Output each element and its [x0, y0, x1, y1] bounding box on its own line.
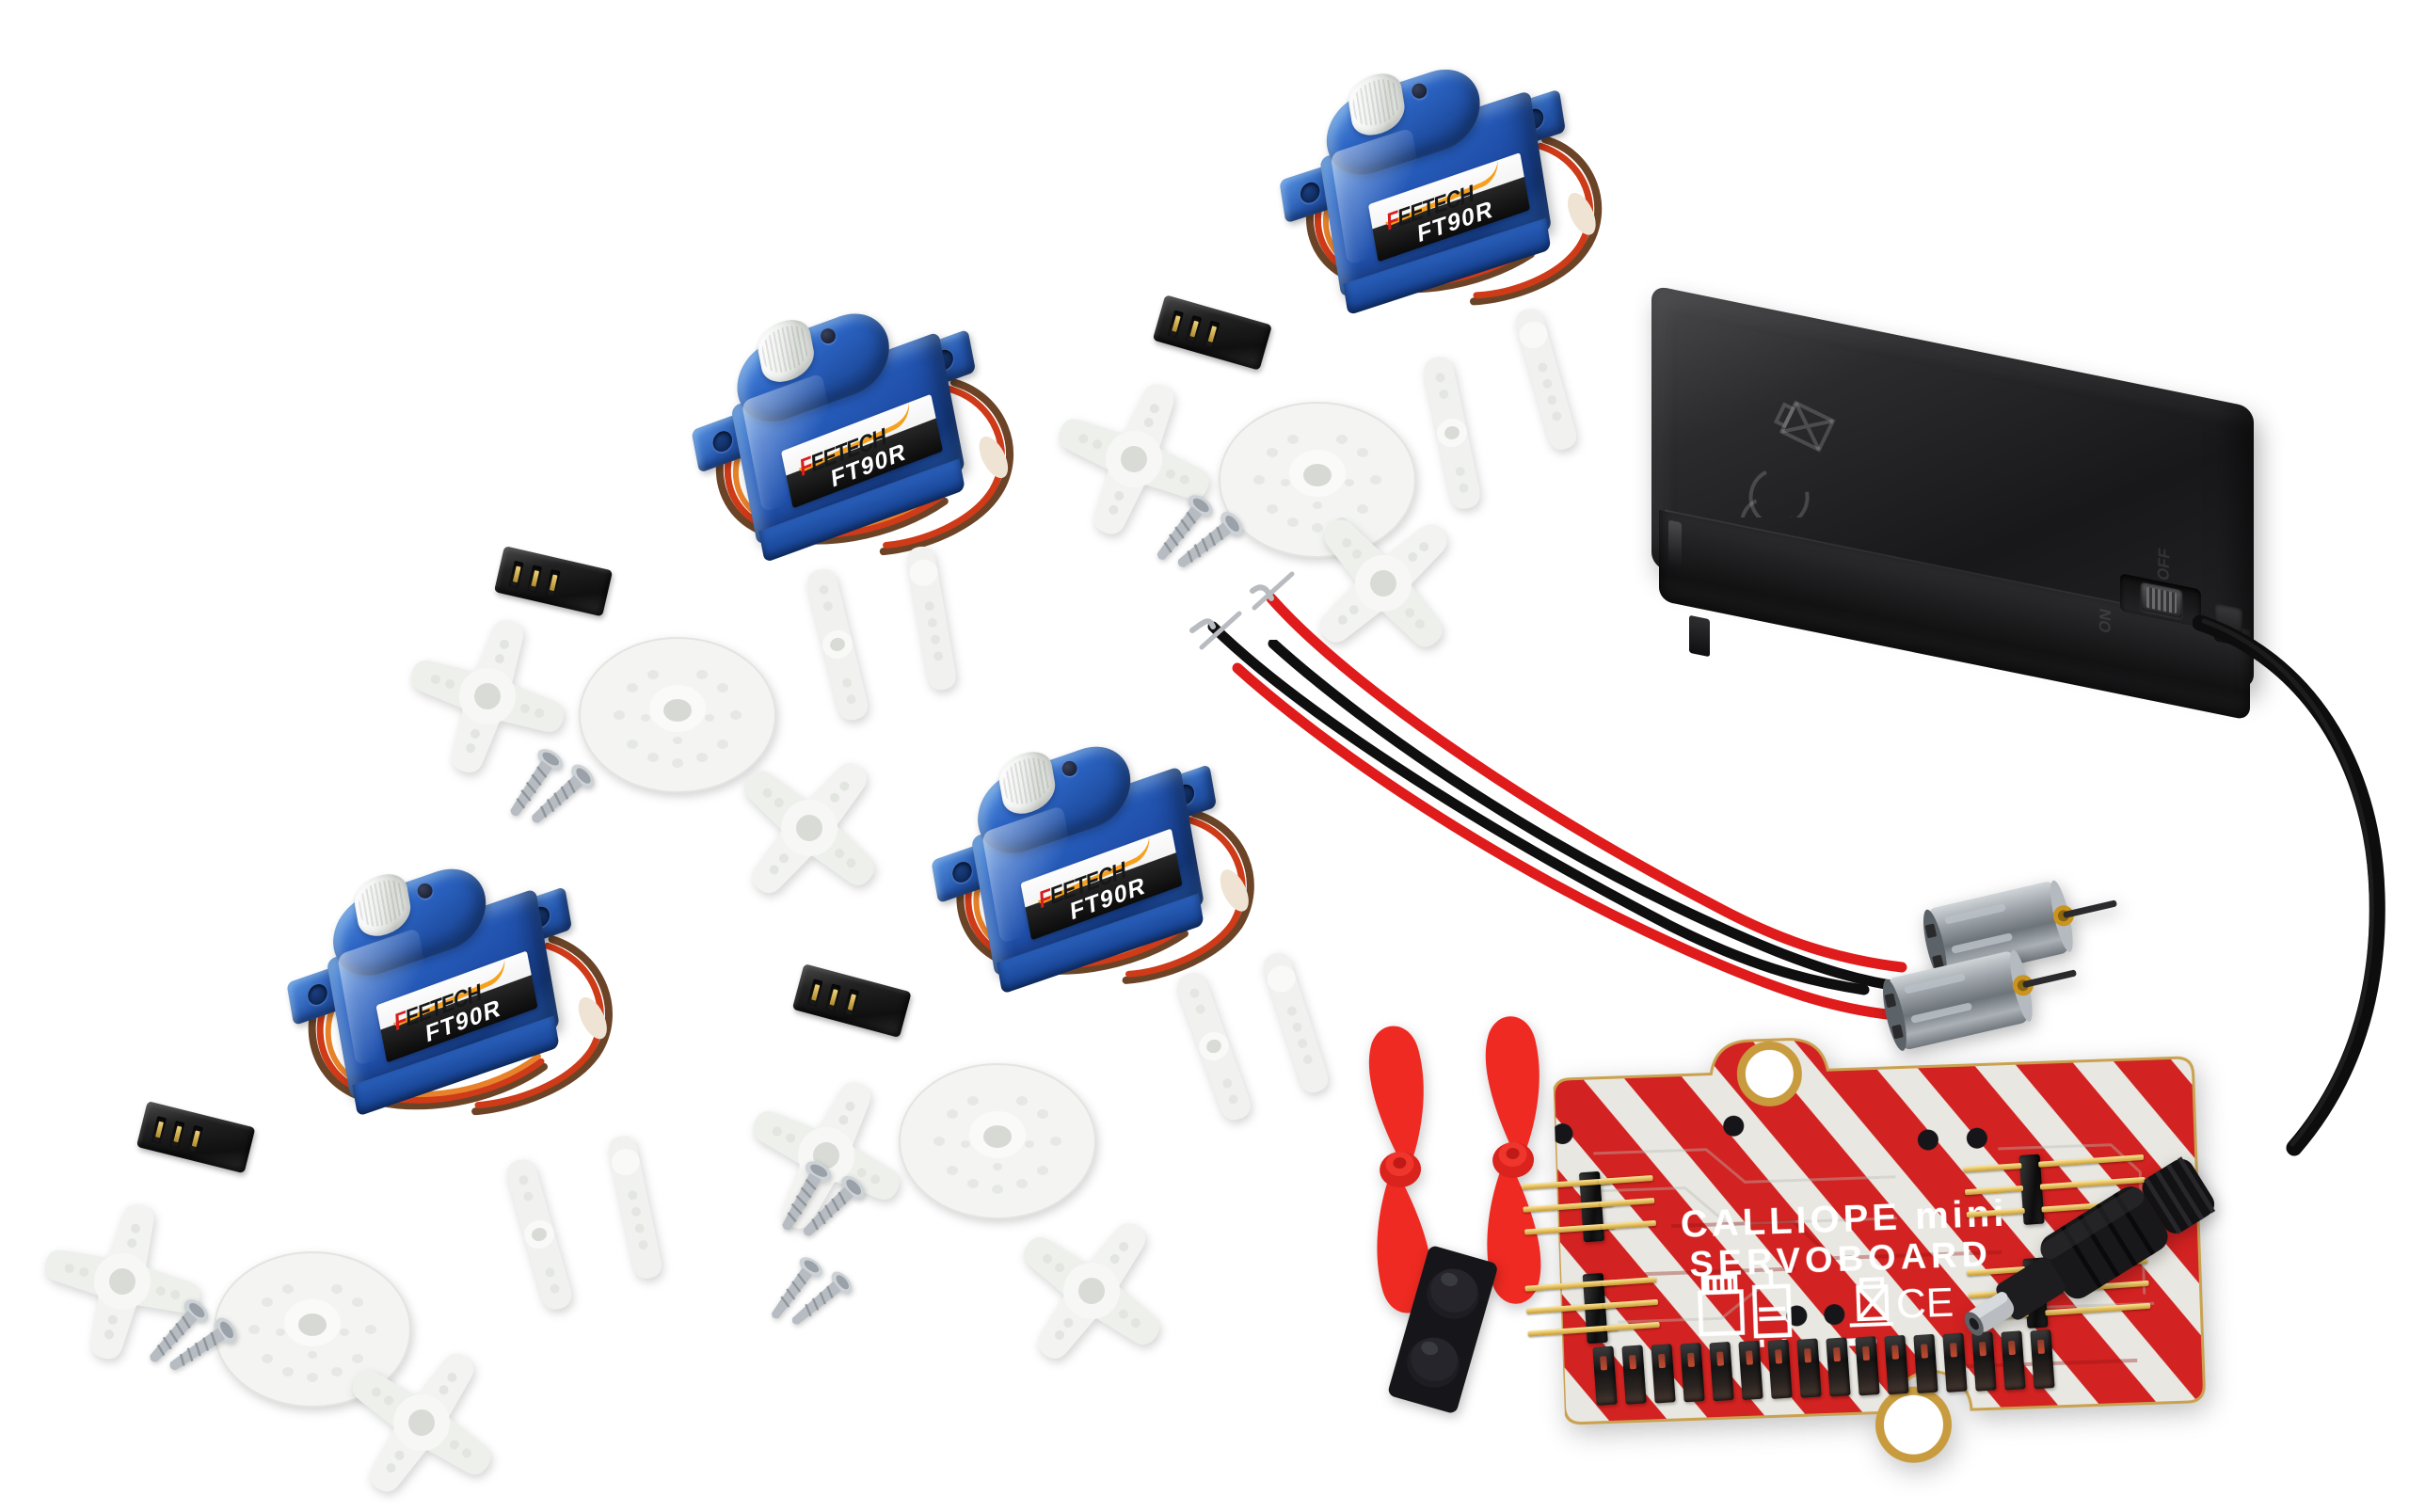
servo-top-right: FEETECH FT90R — [1255, 15, 1606, 342]
horn-round-disc — [1219, 402, 1416, 558]
bumper-pad-strip — [1388, 1246, 1497, 1413]
battery-box-latch — [1689, 614, 1710, 658]
horn-two-arm — [506, 1159, 572, 1310]
servo-lower-left: FEETECH FT90R — [260, 813, 614, 1145]
horn-two-arm — [1177, 972, 1251, 1121]
battery-box-lid-tab — [1668, 519, 1682, 566]
horn-four-arm-cross — [1024, 1223, 1159, 1359]
horn-four-arm-cross — [743, 762, 875, 894]
screw-pair — [150, 1299, 237, 1371]
horn-four-arm-cross — [44, 1203, 200, 1360]
screw-pair — [782, 1161, 865, 1236]
horn-four-arm-cross — [1059, 384, 1209, 534]
horn-two-arm — [1424, 357, 1480, 509]
horn-single-arm — [1515, 309, 1577, 450]
battery-box-markings — [1740, 400, 1836, 517]
horn-four-arm-cross — [352, 1353, 491, 1492]
horn-single-arm — [907, 546, 956, 691]
horn-round-disc — [899, 1063, 1096, 1219]
screw-pair — [772, 1257, 853, 1325]
horn-round-disc — [214, 1251, 411, 1408]
screw-pair — [510, 749, 595, 823]
horn-single-arm — [609, 1136, 662, 1279]
battery-box: ON OFF — [1651, 284, 2385, 788]
weee-icon — [1849, 1277, 1893, 1328]
servo-connector-3 — [790, 963, 923, 1048]
motor-lead-wires — [1189, 571, 1907, 995]
switch-label-off: OFF — [2154, 546, 2174, 583]
screw-pair — [1157, 495, 1243, 567]
calliope-servoboard: CALLIOPE mini SERVOBOARD CE — [1521, 1019, 2231, 1512]
horn-four-arm-cross — [1319, 519, 1447, 647]
svg-text:CE: CE — [1895, 1280, 1954, 1328]
servo-connector-4 — [135, 1101, 266, 1184]
propeller-right — [1485, 1016, 1541, 1304]
battery-lead-cable — [2193, 614, 2385, 1156]
horn-single-arm — [1263, 952, 1329, 1093]
horn-two-arm — [807, 568, 868, 721]
horn-round-disc — [579, 637, 776, 793]
propeller-left — [1368, 1026, 1432, 1313]
dc-motor-upper — [1923, 880, 2117, 981]
horn-four-arm-cross — [410, 619, 565, 773]
motor-lead-wires-secondary — [1232, 640, 1915, 1020]
switch-label-on: ON — [2096, 606, 2115, 635]
dc-barrel-plug — [1964, 1156, 2216, 1336]
ce-mark: CE — [1895, 1280, 1954, 1328]
dc-motor-lower — [1883, 949, 2077, 1051]
